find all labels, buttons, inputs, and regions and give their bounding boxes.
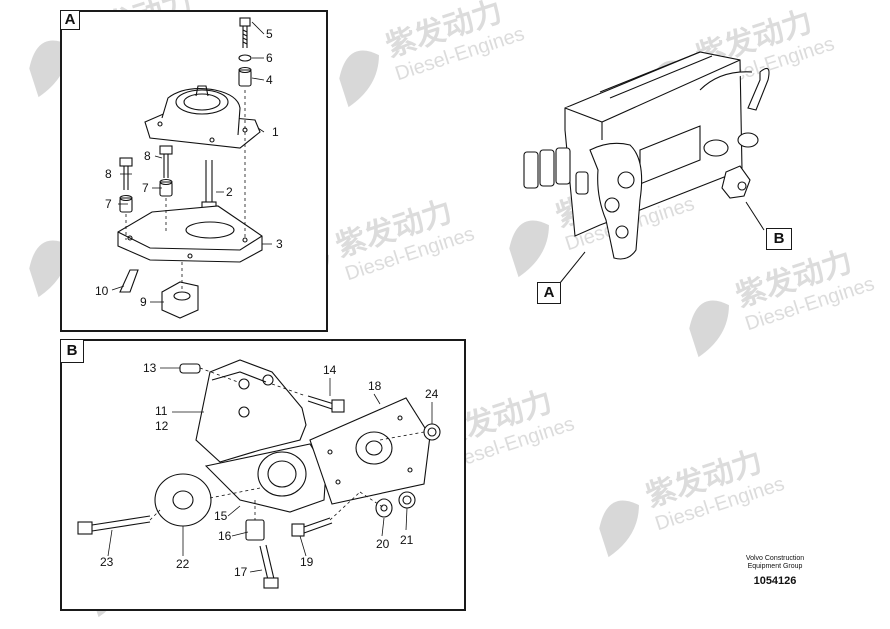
part-number-5: 5	[266, 27, 273, 41]
part-number-23: 23	[100, 555, 114, 569]
part-number-8-left: 8	[105, 167, 112, 181]
bolt-19-icon	[291, 517, 333, 537]
watermark-logo-icon	[29, 40, 69, 98]
part-number-18: 18	[368, 379, 382, 393]
bolt-5-icon	[239, 17, 251, 48]
fuel-filters-icon	[523, 147, 589, 195]
bracket-11-12-icon	[195, 359, 307, 463]
part-number-7-left: 7	[105, 197, 112, 211]
part-number-19: 19	[300, 555, 314, 569]
part-number-24: 24	[425, 387, 439, 401]
bolt-8-left-icon	[119, 157, 133, 190]
panel-a-part-numbers: 5 6 4 1 8 7 2 8 7 3 10 9	[95, 27, 283, 309]
bolt-23-icon	[77, 515, 151, 535]
part-number-11: 11	[155, 404, 168, 418]
housing-15-icon	[204, 443, 327, 513]
drawing-number: 1054126	[753, 575, 797, 587]
company-line-1: Volvo Construction	[745, 555, 805, 562]
watermark-logo-icon	[29, 240, 69, 298]
bolt-17-icon	[259, 544, 279, 589]
part-number-15: 15	[214, 509, 228, 523]
watermark-logo-icon	[339, 50, 379, 108]
company-line-2: Equipment Group	[747, 563, 803, 570]
callout-b: B	[766, 228, 792, 250]
panel-a-frame	[60, 10, 328, 332]
bolt-14-icon	[307, 395, 345, 413]
part-number-20: 20	[376, 537, 390, 551]
washer-20-icon	[375, 498, 393, 518]
engine-block-icon	[564, 51, 770, 237]
washer-7-center-icon	[159, 178, 173, 197]
block-9-icon	[161, 281, 199, 319]
bolt-8-center-icon	[159, 145, 173, 178]
panel-b-part-numbers: 13 14 18 24 11 12 15 16 17 23 22 19 20 2…	[100, 361, 439, 579]
part-number-1: 1	[272, 125, 279, 139]
part-number-2: 2	[226, 185, 233, 199]
drawing-footer: Volvo Construction Equipment Group 10541…	[720, 555, 830, 587]
part-number-22: 22	[176, 557, 190, 571]
plate-18-icon	[309, 397, 431, 505]
watermark-logo-icon	[689, 300, 729, 358]
front-cover-icon	[589, 142, 643, 260]
mount-b-icon	[721, 165, 751, 199]
washer-7-left-icon	[119, 194, 133, 213]
part-number-12: 12	[155, 419, 169, 433]
part-number-6: 6	[266, 51, 273, 65]
part-number-17: 17	[234, 565, 248, 579]
part-number-7-center: 7	[142, 181, 149, 195]
part-number-16: 16	[218, 529, 232, 543]
part-number-9: 9	[140, 295, 147, 309]
bracket-plate-3-icon	[117, 205, 263, 263]
part-number-13: 13	[143, 361, 157, 375]
pin-13-icon	[179, 363, 201, 374]
part-number-14: 14	[323, 363, 337, 377]
part-number-21: 21	[400, 533, 414, 547]
watermark-logo-icon	[509, 220, 549, 278]
panel-a-tag: A	[60, 10, 80, 30]
watermark-logo-icon	[599, 500, 639, 558]
panel-b-tag: B	[60, 339, 84, 363]
callout-a: A	[537, 282, 561, 304]
washer-6-icon	[238, 54, 252, 62]
bushing-4-icon	[238, 66, 252, 87]
part-number-10: 10	[95, 284, 109, 298]
part-number-8-center: 8	[144, 149, 151, 163]
bracket-10-icon	[119, 269, 139, 293]
engine-mount-1-icon	[144, 85, 261, 149]
part-number-3: 3	[276, 237, 283, 251]
part-number-4: 4	[266, 73, 273, 87]
disc-22-icon	[154, 473, 212, 527]
